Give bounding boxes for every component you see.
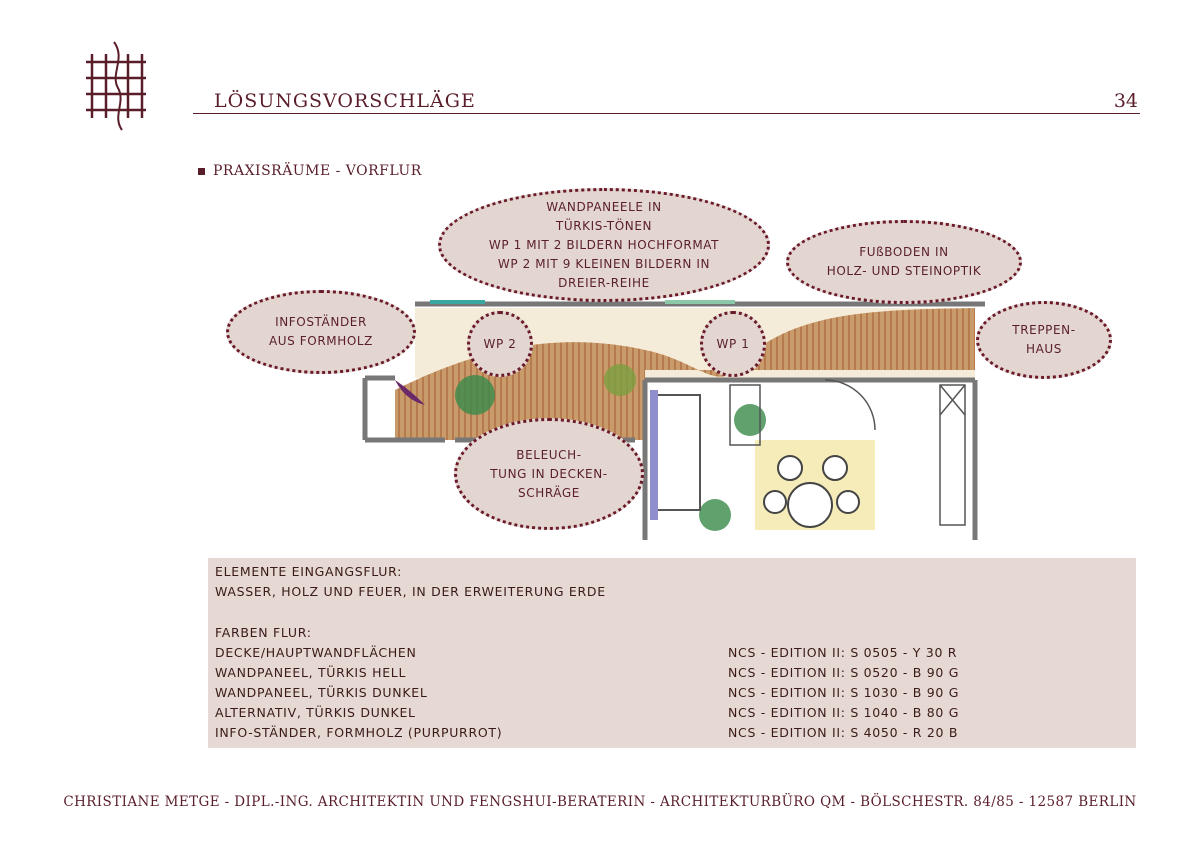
callout-beleuchtung: BELEUCH- TUNG IN DECKEN- SCHRÄGE	[454, 418, 644, 530]
section-label: PRAXISRÄUME - VORFLUR	[213, 163, 422, 179]
callout-wandpaneele: WANDPANEELE IN TÜRKIS-TÖNEN WP 1 MIT 2 B…	[438, 188, 770, 302]
color-label: INFO-STÄNDER, FORMHOLZ (PURPURROT)	[215, 725, 503, 740]
elements-text: WASSER, HOLZ UND FEUER, IN DER ERWEITERU…	[215, 584, 606, 599]
callout-treppenhaus: TREPPEN- HAUS	[976, 301, 1112, 379]
footer-text: CHRISTIANE METGE - DIPL.-ING. ARCHITEKTI…	[63, 794, 1137, 810]
color-label: ALTERNATIV, TÜRKIS DUNKEL	[215, 705, 416, 720]
floor-plan-sketch	[362, 300, 985, 540]
color-code: NCS - EDITION II: S 1030 - B 90 G	[728, 685, 960, 700]
page-number: 34	[1113, 90, 1138, 112]
color-code: NCS - EDITION II: S 4050 - R 20 B	[728, 725, 959, 740]
grid-logo-icon	[86, 41, 146, 131]
color-code: NCS - EDITION II: S 0520 - B 90 G	[728, 665, 960, 680]
info-box: ELEMENTE EINGANGSFLUR: WASSER, HOLZ UND …	[208, 558, 1136, 748]
callout-infostaender: INFOSTÄNDER AUS FORMHOLZ	[226, 290, 416, 374]
callout-wp1: WP 1	[700, 311, 766, 377]
color-label: WANDPANEEL, TÜRKIS DUNKEL	[215, 685, 428, 700]
color-label: DECKE/HAUPTWANDFLÄCHEN	[215, 645, 417, 660]
callout-fussboden: FUßBODEN IN HOLZ- UND STEINOPTIK	[786, 220, 1022, 304]
page-title: LÖSUNGSVORSCHLÄGE	[214, 90, 476, 112]
bullet-icon	[198, 167, 205, 175]
colors-heading: FARBEN FLUR:	[215, 625, 312, 640]
section-heading: PRAXISRÄUME - VORFLUR	[198, 163, 422, 179]
elements-heading: ELEMENTE EINGANGSFLUR:	[215, 564, 403, 579]
color-code: NCS - EDITION II: S 1040 - B 80 G	[728, 705, 960, 720]
header-divider	[193, 113, 1140, 114]
color-code: NCS - EDITION II: S 0505 - Y 30 R	[728, 645, 958, 660]
callout-wp2: WP 2	[467, 311, 533, 377]
color-label: WANDPANEEL, TÜRKIS HELL	[215, 665, 407, 680]
